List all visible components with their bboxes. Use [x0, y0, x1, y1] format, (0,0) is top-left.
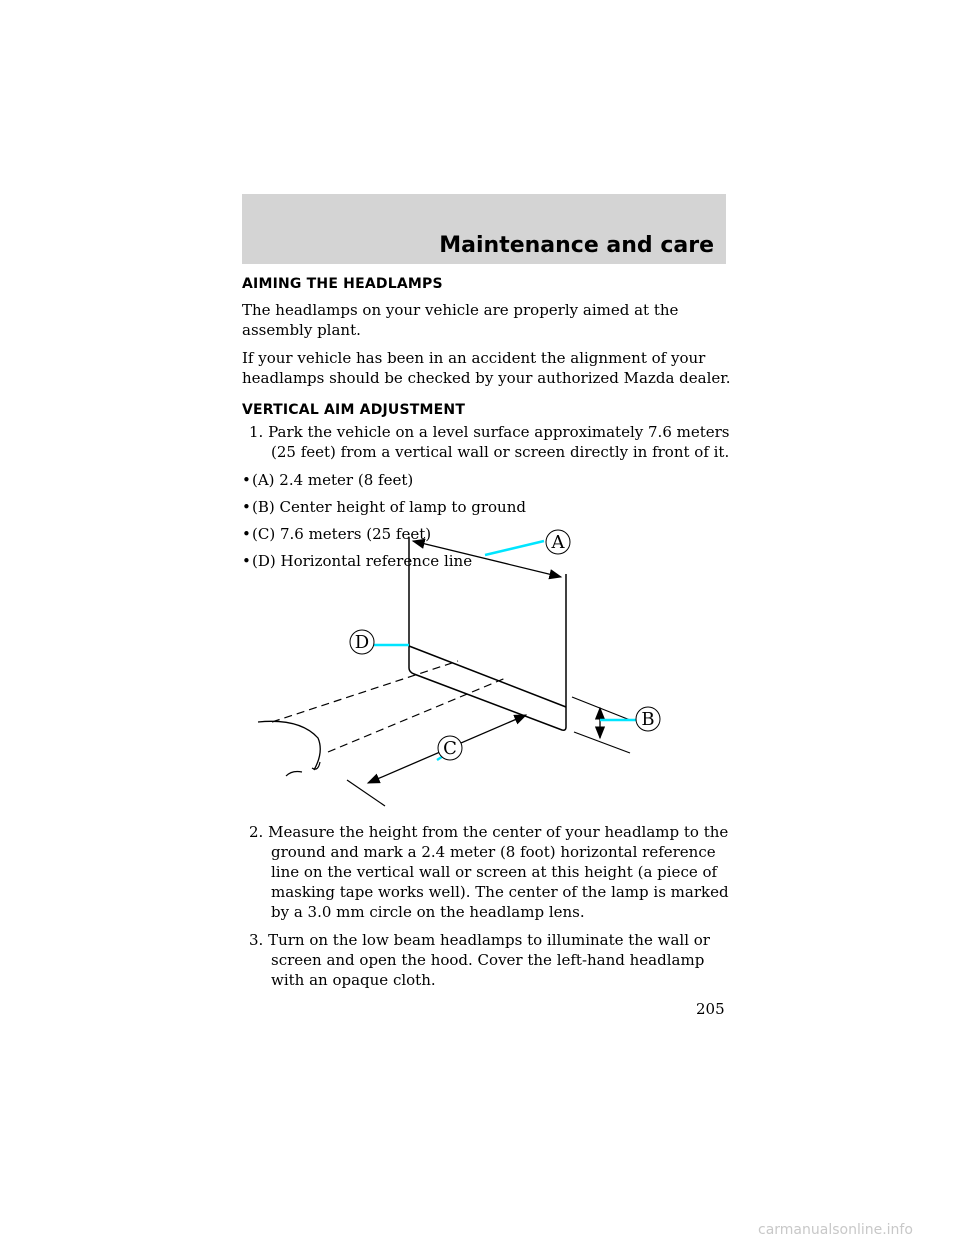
wall-outline	[408, 537, 567, 731]
headlamp-detail-2	[311, 761, 321, 770]
step-3: 3. Turn on the low beam headlamps to ill…	[249, 931, 710, 989]
reference-line	[408, 645, 567, 708]
dimension-a-arrow	[411, 538, 563, 580]
heading-aiming: AIMING THE HEADLAMPS	[242, 276, 443, 292]
label-d: D	[355, 632, 369, 653]
label-circle-b	[635, 706, 661, 732]
label-circle-a	[545, 529, 571, 555]
bullet-icon: •	[242, 498, 251, 516]
dimension-b-upper-ext	[571, 696, 631, 721]
beam-line-upper	[271, 660, 459, 723]
lower-steps: 2. Measure the height from the center of…	[242, 822, 732, 998]
legend-item-c: •(C) 7.6 meters (25 feet)	[242, 524, 732, 544]
page-number: 205	[696, 1000, 725, 1018]
beam-line-lower	[327, 676, 509, 753]
bullet-icon: •	[242, 525, 251, 543]
legend-text-b: (B) Center height of lamp to ground	[252, 498, 526, 516]
label-a: A	[551, 532, 566, 553]
leader-a	[484, 539, 545, 557]
dimension-c-tick	[346, 779, 386, 807]
watermark: carmanualsonline.info	[758, 1222, 913, 1238]
legend-item-b: •(B) Center height of lamp to ground	[242, 497, 732, 517]
headlamp-aim-diagram: A D B C	[257, 529, 661, 807]
label-circle-c	[437, 735, 463, 761]
heading-vertical-aim: VERTICAL AIM ADJUSTMENT	[242, 402, 466, 418]
legend-item-a: •(A) 2.4 meter (8 feet)	[242, 470, 732, 490]
step-2: 2. Measure the height from the center of…	[249, 823, 729, 921]
main-content: AIMING THE HEADLAMPS The headlamps on yo…	[242, 276, 732, 578]
legend-text-a: (A) 2.4 meter (8 feet)	[252, 471, 414, 489]
label-c: C	[443, 738, 457, 759]
headlamp-detail	[285, 770, 303, 777]
paragraph-accident: If your vehicle has been in an accident …	[242, 349, 731, 387]
step-1: 1. Park the vehicle on a level surface a…	[249, 423, 730, 461]
dimension-b-lower-ext	[573, 731, 631, 754]
legend-text-c: (C) 7.6 meters (25 feet)	[252, 525, 432, 543]
bullet-icon: •	[242, 471, 251, 489]
label-b: B	[641, 709, 654, 730]
label-circle-d	[349, 629, 375, 655]
section-header-band: Maintenance and care	[242, 194, 726, 264]
headlamp-outline	[257, 720, 321, 771]
section-title: Maintenance and care	[439, 233, 714, 258]
bullet-icon: •	[242, 552, 251, 570]
paragraph-assembly: The headlamps on your vehicle are proper…	[242, 301, 679, 339]
